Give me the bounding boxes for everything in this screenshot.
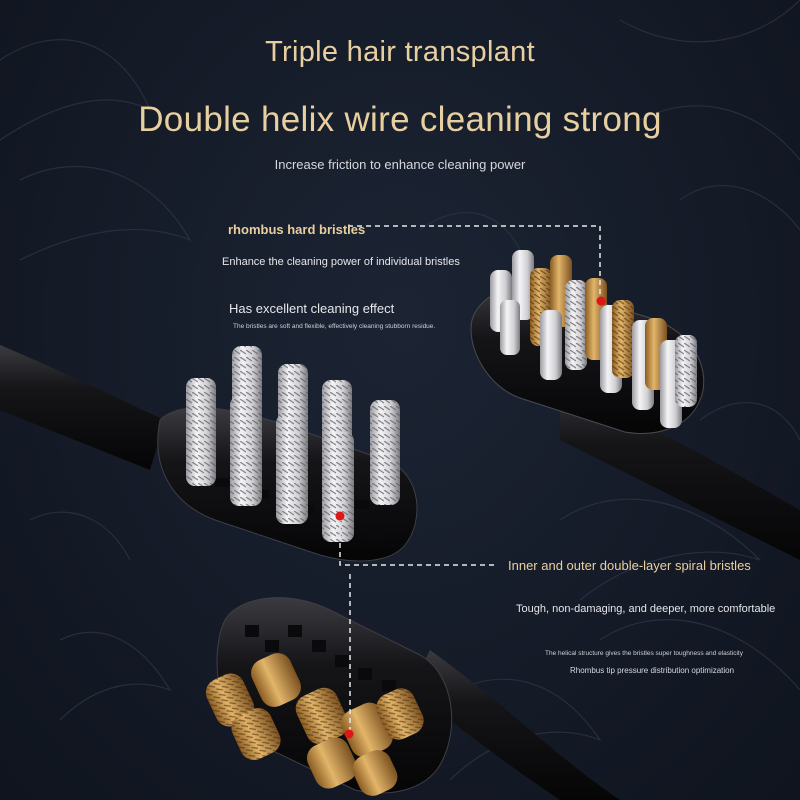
callout-bottom-fine-print: The helical structure gives the bristles… bbox=[545, 650, 743, 657]
headline-subtitle: Increase friction to enhance cleaning po… bbox=[274, 157, 526, 172]
leader-line-top bbox=[348, 225, 601, 300]
headline-line-1: Triple hair transplant bbox=[265, 36, 535, 68]
toothbrush-bottom bbox=[205, 597, 620, 800]
right-bristle-tufts bbox=[490, 250, 697, 428]
background-foliage bbox=[0, 0, 800, 781]
callout-top-fine-print: The bristles are soft and flexible, effe… bbox=[233, 323, 436, 330]
bottom-head-holes bbox=[245, 625, 396, 692]
callout-bottom-title: Inner and outer double-layer spiral bris… bbox=[508, 558, 751, 573]
leader-line-bottom bbox=[339, 516, 496, 566]
callout-top-title: rhombus hard bristles bbox=[228, 222, 366, 237]
left-bristle-tufts bbox=[186, 346, 400, 542]
toothbrush-right bbox=[470, 250, 800, 560]
leader-lines bbox=[339, 225, 601, 732]
marker-bottom-dot bbox=[344, 729, 354, 739]
toothbrush-left bbox=[0, 345, 418, 562]
headline-line-2: Double helix wire cleaning strong bbox=[138, 100, 662, 139]
bottom-bristle-tufts bbox=[205, 653, 424, 796]
callout-bottom-fine-print-2: Rhombus tip pressure distribution optimi… bbox=[570, 666, 735, 675]
callout-top-description: Enhance the cleaning power of individual… bbox=[222, 256, 460, 268]
callout-bottom-description: Tough, non-damaging, and deeper, more co… bbox=[516, 603, 776, 615]
marker-left-dot bbox=[335, 511, 345, 521]
marker-right-dot bbox=[596, 296, 606, 306]
callout-top-subheading: Has excellent cleaning effect bbox=[229, 301, 395, 316]
